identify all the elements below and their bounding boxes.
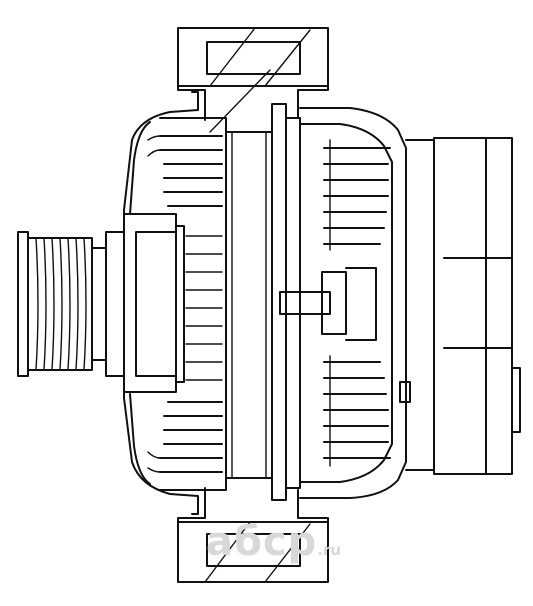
bottom-mounting-ear — [177, 487, 329, 583]
stator-ring — [225, 103, 301, 501]
rear-fins-lower — [323, 355, 391, 467]
front-fins-upper — [147, 135, 223, 207]
rear-housing — [299, 107, 407, 499]
pulley — [17, 231, 125, 377]
top-mounting-ear — [177, 27, 329, 133]
front-fins-lower — [147, 401, 223, 473]
shaft-hub — [123, 213, 185, 393]
rear-end-cover — [399, 137, 521, 475]
rear-fins-upper — [323, 139, 391, 251]
front-fins-middle — [185, 235, 223, 381]
central-shaft — [279, 267, 377, 341]
